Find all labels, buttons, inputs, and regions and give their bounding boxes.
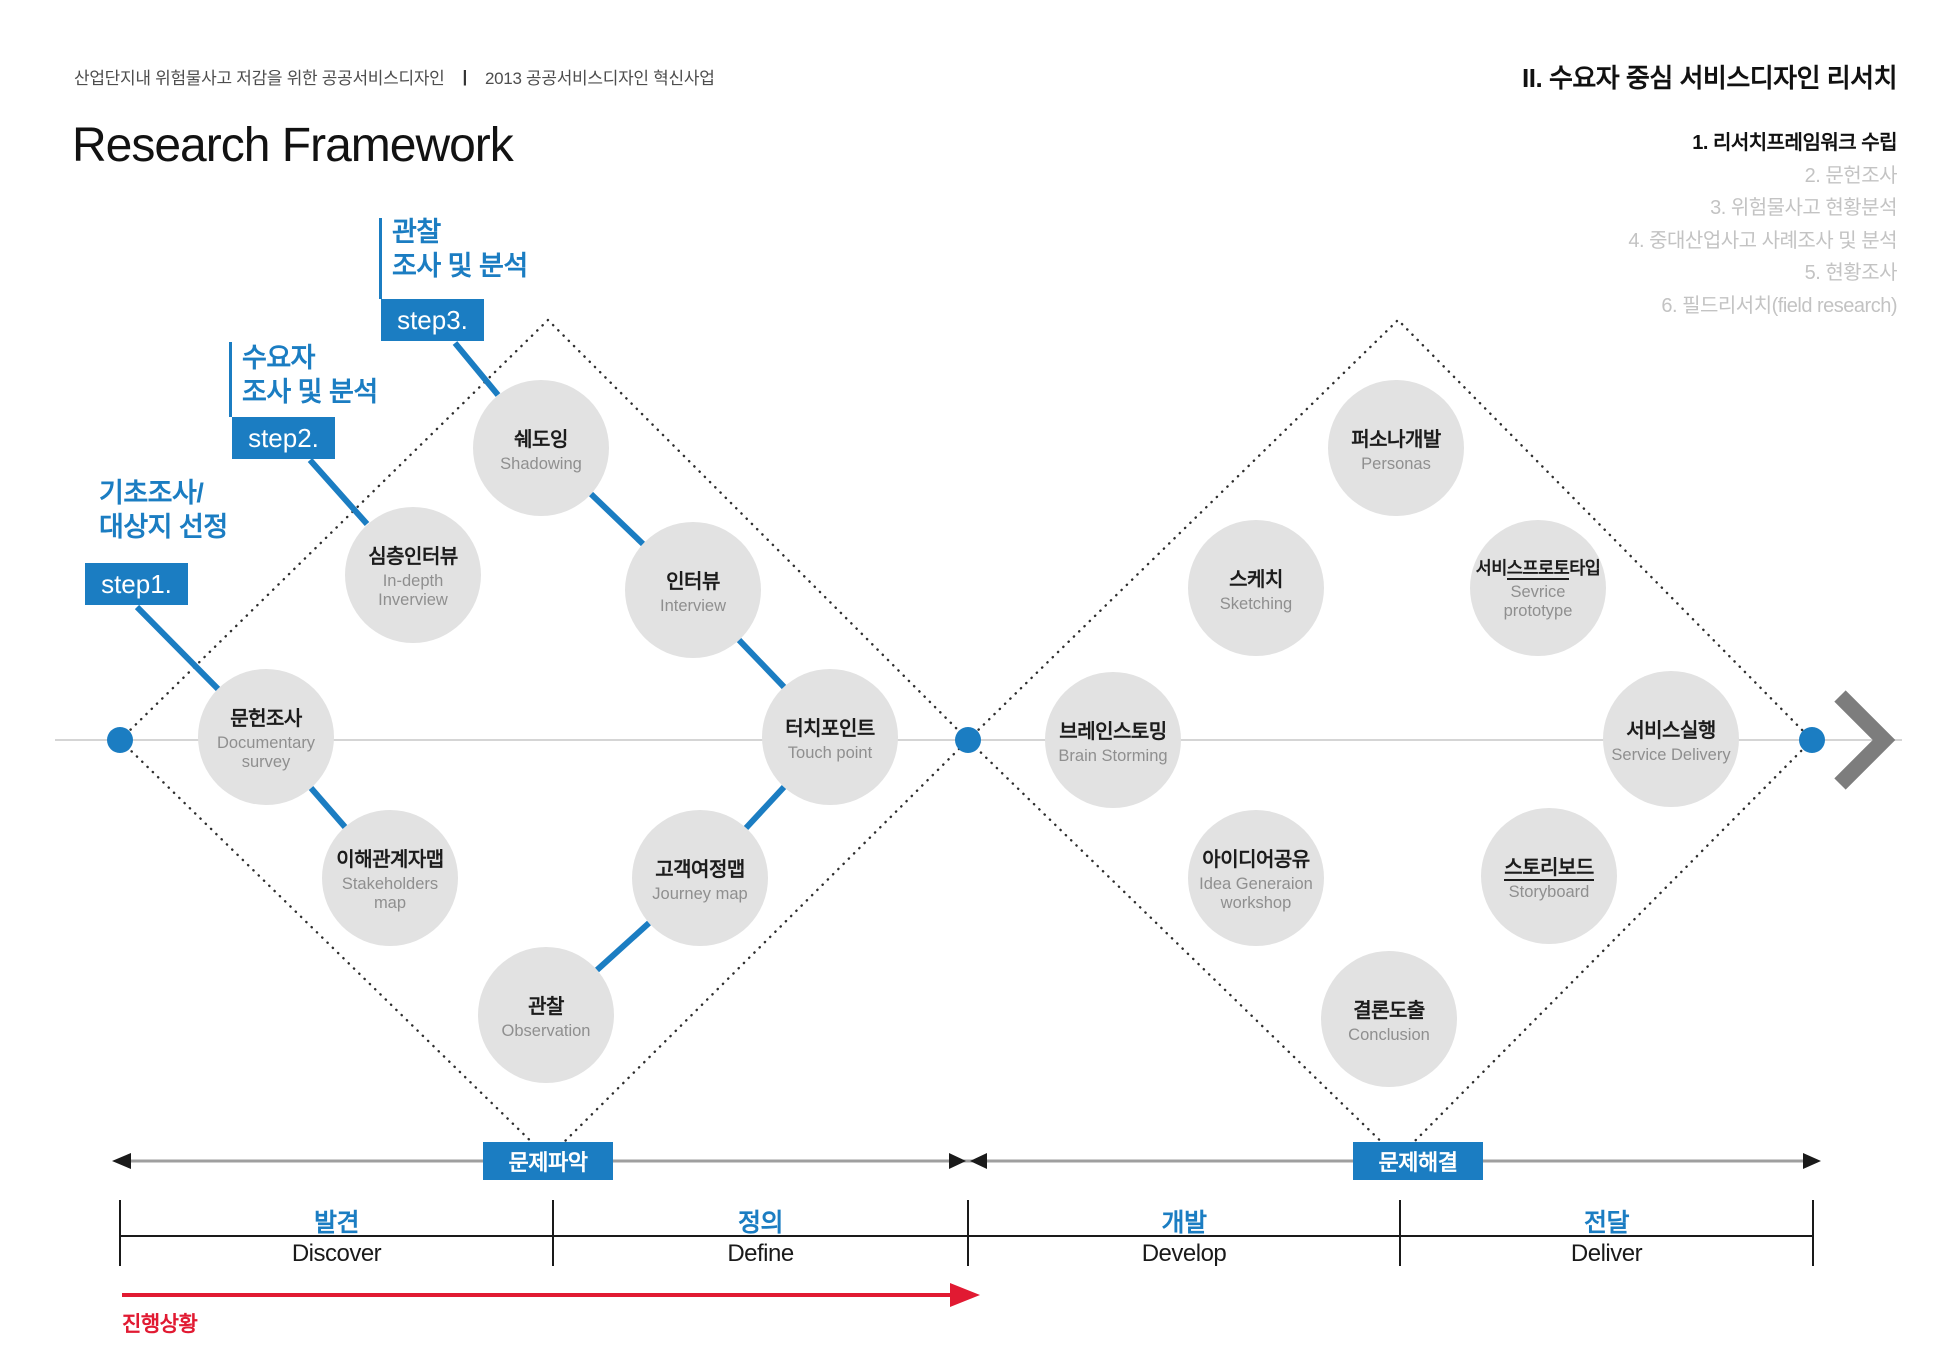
chevron-right-icon [1834,690,1896,790]
phase-ruler [119,1200,1814,1266]
method-circle-servicedelivery: 서비스실행 Service Delivery [1603,671,1739,807]
method-subtitle: Sketching [1219,594,1293,613]
method-circle-personas: 퍼소나개발 Personas [1328,380,1464,516]
method-title: 퍼소나개발 [1351,428,1441,451]
phase-kr-deliver: 전달 [1583,1209,1630,1237]
step3-pointer-line [379,218,382,299]
method-title: 이해관계자맵 [336,849,444,871]
method-title: 브레인스토밍 [1059,720,1167,743]
toc-item: 3. 위험물사고 현황분석 [1710,197,1897,219]
vertex-dots [107,727,1825,753]
toc-item: 1. 리서치프레임워크 수립 [1692,132,1897,154]
phase-kr-define: 정의 [737,1209,784,1237]
method-subtitle: Brain Storming [1058,746,1168,765]
page-title: Research Framework [72,119,514,172]
method-circle-observation: 관찰 Observation [478,947,614,1083]
phase-en-discover: Discover [291,1240,382,1267]
method-subtitle: Journey map [652,884,748,903]
step2-label: 수요자 조사 및 분석 [242,343,378,407]
method-circle-shadowing: 쉐도잉 Shadowing [473,380,609,516]
document-header: 산업단지내 위험물사고 저감을 위한 공공서비스디자인 | 2013 공공서비스… [74,64,715,89]
method-title: 터치포인트 [785,717,875,740]
problem-identify-box: 문제파악 [483,1142,613,1180]
method-title: 서비스프로토타입 [1475,558,1601,580]
method-title: 스케치 [1229,568,1283,591]
method-subtitle: Observation [501,1021,591,1040]
method-circle-touchpoint: 터치포인트 Touch point [762,669,898,805]
method-circle-sketching: 스케치 Sketching [1188,520,1324,656]
phase-en-deliver: Deliver [1570,1240,1643,1267]
method-circle-journey: 고객여정맵 Journey map [632,810,768,946]
header-separator: | [462,66,468,86]
method-title: 쉐도잉 [514,428,568,451]
toc-item: 6. 필드리서치(field research) [1661,294,1897,317]
method-subtitle: Interview [659,596,727,615]
method-title: 아이디어공유 [1202,849,1310,871]
method-subtitle: Personas [1361,454,1431,473]
method-title: 스토리보드 [1504,856,1594,881]
method-subtitle: Conclusion [1348,1025,1430,1044]
method-subtitle: Touch point [787,743,873,762]
method-subtitle: Storyboard [1508,882,1590,901]
toc-item: 4. 중대산업사고 사례조사 및 분석 [1628,229,1897,252]
phase-en-define: Define [727,1240,794,1267]
method-circle-conclusion: 결론도출 Conclusion [1321,951,1457,1087]
step1-label: 기초조사/ 대상지 선정 [99,478,228,542]
method-title: 서비스실행 [1626,719,1716,742]
phase-kr-develop: 개발 [1161,1209,1207,1237]
step3-label: 관찰 조사 및 분석 [392,217,528,281]
method-connector-lines [134,341,787,973]
method-subtitle: Service Delivery [1611,745,1731,764]
method-circle-brainstorming: 브레인스토밍 Brain Storming [1045,672,1181,808]
method-title: 심층인터뷰 [368,546,458,568]
method-title: 인터뷰 [666,570,720,593]
phase-en-develop: Develop [1141,1240,1227,1267]
step3-badge: step3. [381,299,484,341]
program-name: 2013 공공서비스디자인 혁신사업 [484,69,715,88]
section-toc: II. 수요자 중심 서비스디자인 리서치 1. 리서치프레임워크 수립 2. 문… [1522,58,1897,322]
method-subtitle: Shadowing [500,454,582,473]
method-title: 문헌조사 [230,708,302,730]
step2-pointer-line [229,342,232,417]
method-title: 관찰 [528,995,564,1018]
step2-badge: step2. [232,417,335,459]
toc-item: 2. 문헌조사 [1804,164,1898,187]
method-title: 결론도출 [1353,999,1425,1022]
toc-heading: II. 수요자 중심 서비스디자인 리서치 [1522,63,1897,93]
toc-item-list: 1. 리서치프레임워크 수립 2. 문헌조사 3. 위험물사고 현황분석 4. 중대산… [1522,127,1897,322]
progress-arrow [122,1283,980,1307]
project-name: 산업단지내 위험물사고 저감을 위한 공공서비스디자인 [74,69,445,88]
problem-solve-box: 문제해결 [1353,1142,1483,1180]
toc-item: 5. 현황조사 [1804,262,1898,284]
method-circle-interview: 인터뷰 Interview [625,522,761,658]
left-diamond-outline [118,318,970,1160]
step1-badge: step1. [85,563,188,605]
timeline [112,1153,1821,1169]
phase-kr-discover: 발견 [313,1209,360,1237]
progress-label: 진행상황 [122,1313,198,1336]
method-title: 고객여정맵 [655,858,745,881]
